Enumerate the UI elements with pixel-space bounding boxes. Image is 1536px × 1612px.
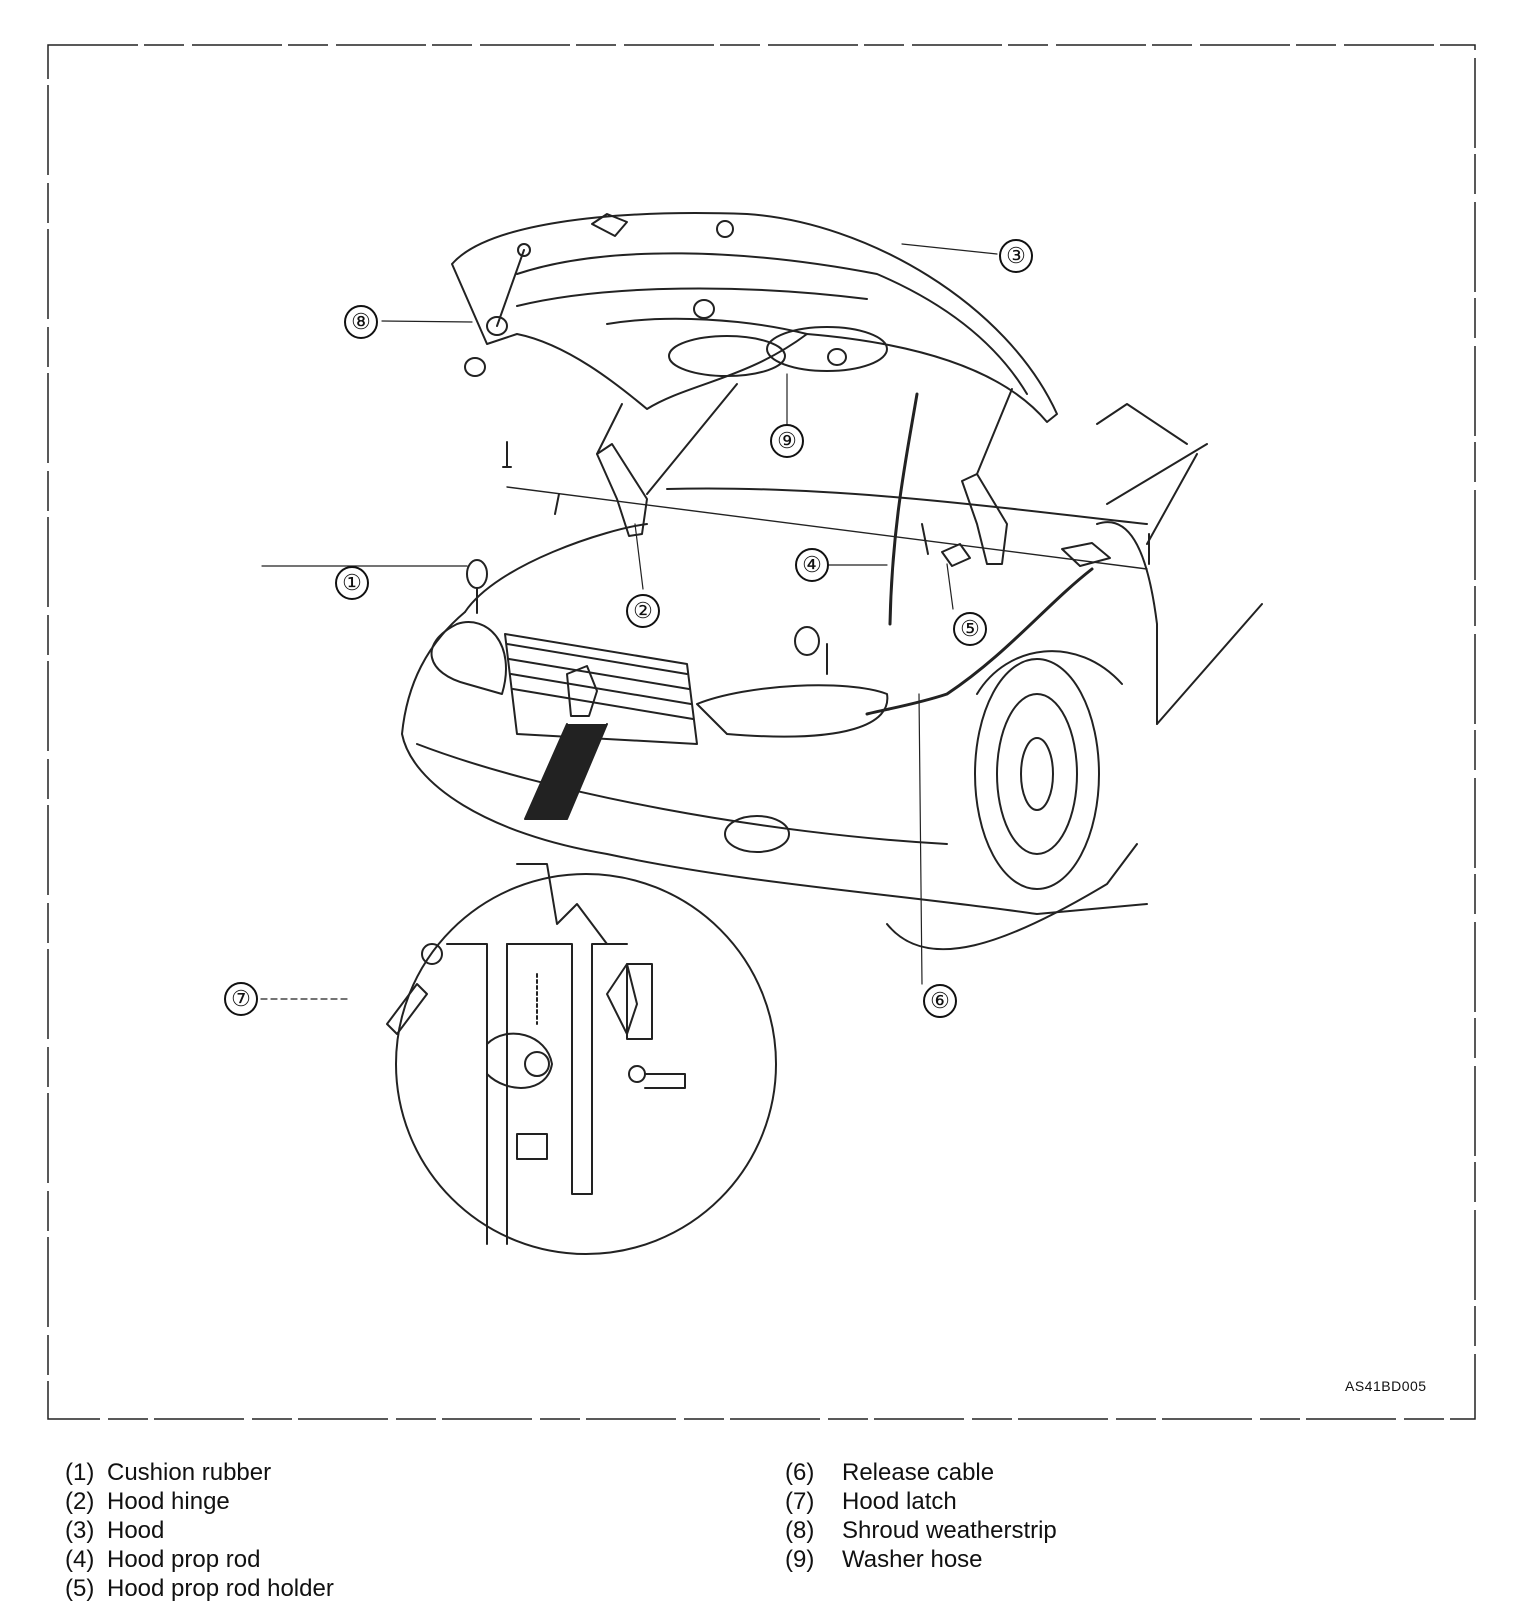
legend-item: (6)Release cable bbox=[785, 1459, 995, 1486]
callout-1: ① bbox=[335, 566, 369, 600]
diagram-frame bbox=[47, 44, 1476, 1420]
callout-5: ⑤ bbox=[953, 612, 987, 646]
legend-item: (8)Shroud weatherstrip bbox=[785, 1517, 1057, 1544]
legend-right: (6)Release cable (7)Hood latch (8)Shroud… bbox=[785, 1458, 1057, 1574]
hood-hinge-right bbox=[961, 388, 1013, 565]
callout-7: ⑦ bbox=[224, 982, 258, 1016]
hood-assembly-illustration bbox=[260, 212, 1263, 1255]
frame-border bbox=[47, 44, 1476, 1420]
weatherstrip-clips bbox=[464, 249, 847, 377]
prop-rod-holder bbox=[941, 543, 971, 567]
mounting-bolts bbox=[502, 441, 1150, 570]
hood-panel bbox=[451, 212, 1058, 423]
hood-prop-rod bbox=[888, 392, 919, 626]
front-wheel bbox=[974, 650, 1123, 890]
legend-item: (2)Hood hinge bbox=[65, 1488, 230, 1515]
callout-2: ② bbox=[626, 594, 660, 628]
legend-item: (3)Hood bbox=[65, 1517, 165, 1544]
legend-item: (5)Hood prop rod holder bbox=[65, 1575, 334, 1602]
release-cable bbox=[865, 567, 1094, 716]
callout-4: ④ bbox=[795, 548, 829, 582]
legend-item: (4)Hood prop rod bbox=[65, 1546, 261, 1573]
latch-detail-circle bbox=[386, 863, 777, 1255]
release-cable-handle bbox=[1061, 542, 1111, 567]
drawing-code: AS41BD005 bbox=[1345, 1378, 1427, 1394]
callout-3: ③ bbox=[999, 239, 1033, 273]
leader-lines bbox=[260, 243, 998, 1000]
hood-hinge-left bbox=[596, 383, 738, 537]
vehicle-front-body bbox=[401, 403, 1263, 951]
hood-latch bbox=[524, 665, 608, 820]
legend-item: (7)Hood latch bbox=[785, 1488, 957, 1515]
legend-left: (1)Cushion rubber (2)Hood hinge (3)Hood … bbox=[65, 1458, 334, 1603]
callout-6: ⑥ bbox=[923, 984, 957, 1018]
legend-item: (1)Cushion rubber bbox=[65, 1459, 272, 1486]
cushion-rubbers bbox=[466, 559, 488, 614]
legend-item: (9)Washer hose bbox=[785, 1546, 983, 1573]
callout-8: ⑧ bbox=[344, 305, 378, 339]
callout-9: ⑨ bbox=[770, 424, 804, 458]
